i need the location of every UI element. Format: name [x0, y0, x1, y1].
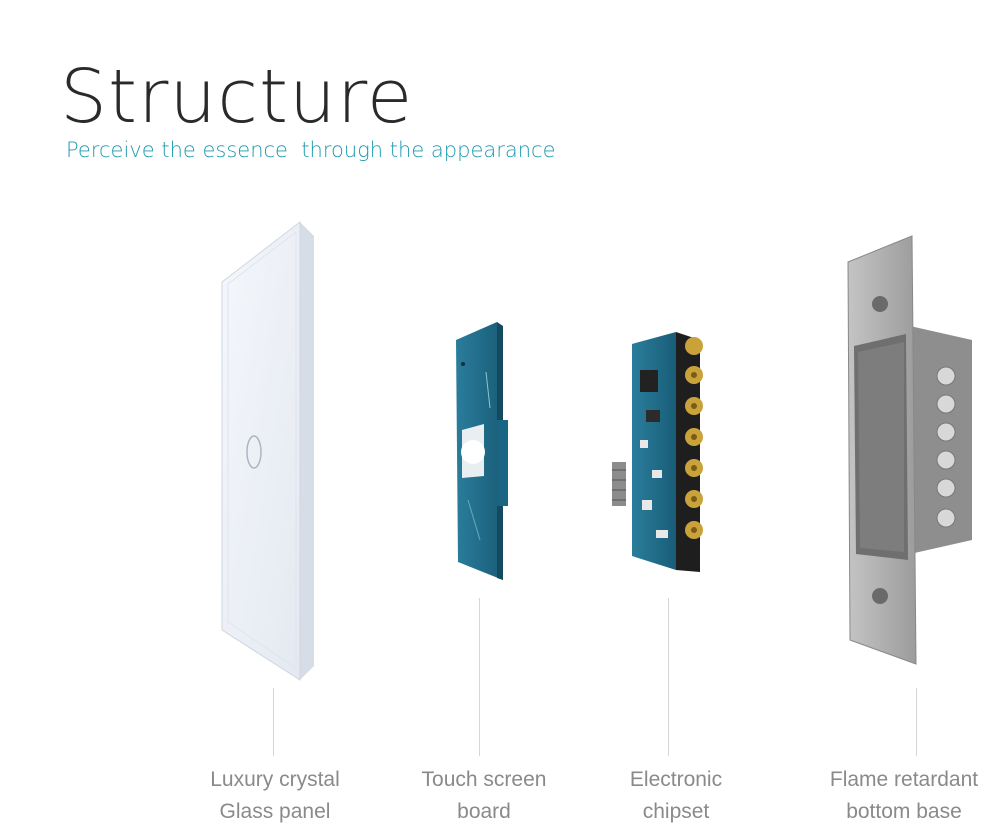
leader-line-glass-panel: [273, 688, 274, 756]
label-touch-board: Touch screen board: [421, 768, 547, 823]
leader-line-chipset: [668, 598, 669, 756]
label-chipset: Electronic chipset: [629, 768, 723, 823]
page-subtitle: Perceive the essence through the appeara…: [66, 138, 556, 162]
label-bottom-base: Flame retardant bottom base: [829, 768, 979, 823]
bottom-base-image: [847, 235, 972, 665]
chipset-image: [612, 332, 703, 572]
glass-panel-image: [221, 220, 314, 681]
touch-key-icon: [246, 435, 262, 469]
leader-line-touch-board: [479, 598, 480, 756]
label-glass-panel: Luxury crystal Glass panel: [210, 768, 340, 823]
page-title: Structure: [60, 54, 414, 140]
leader-line-bottom-base: [916, 688, 917, 756]
touch-board-image: [456, 322, 508, 580]
